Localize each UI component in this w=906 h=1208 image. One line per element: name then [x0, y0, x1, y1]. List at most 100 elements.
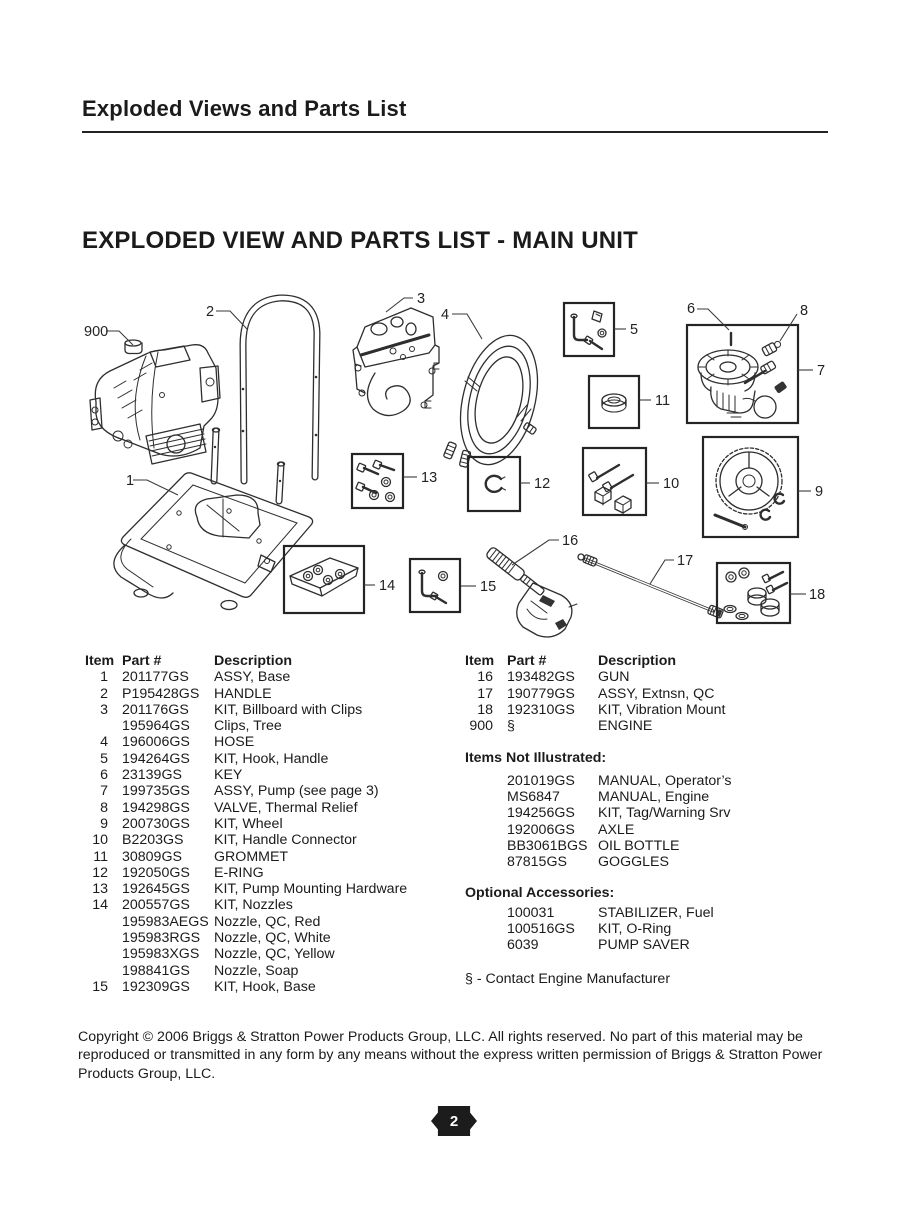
billboard-drawing	[352, 307, 440, 417]
header-description: Description	[214, 653, 293, 669]
parts-table-header: Item Part # Description	[465, 653, 843, 669]
item-number: 10	[92, 832, 108, 849]
callout-2: 2	[206, 304, 214, 320]
item-number	[85, 914, 122, 930]
part-description: KIT, Vibration Mount	[598, 701, 726, 718]
part-description: HOSE	[214, 734, 255, 751]
table-row: 194256GS KIT, Tag/Warning Srv	[465, 805, 843, 821]
table-row: 14 200557GS KIT, Nozzles	[85, 897, 450, 913]
item-number: 15	[92, 978, 108, 995]
part-number: 100031	[507, 904, 555, 921]
engine-footnote: § - Contact Engine Manufacturer	[465, 970, 671, 987]
item-number: 4	[100, 734, 108, 751]
item-number: 9	[100, 815, 108, 832]
part-description: Nozzle, Soap	[214, 962, 299, 979]
table-row: 100031 STABILIZER, Fuel	[465, 905, 843, 921]
item-number: 18	[477, 701, 493, 718]
callout-17: 17	[677, 553, 693, 569]
table-row: 4 196006GS HOSE	[85, 734, 450, 750]
part-number: 192050GS	[122, 864, 190, 881]
table-row: 87815GS GOGGLES	[465, 854, 843, 870]
table-row: 16 193482GS GUN	[465, 669, 843, 685]
part-description: KIT, O-Ring	[598, 921, 672, 938]
callout-3: 3	[417, 291, 425, 307]
part-number: BB3061BGS	[507, 837, 588, 854]
callout-9: 9	[815, 484, 823, 500]
part-number: 201177GS	[122, 669, 189, 686]
callout-11: 11	[655, 393, 670, 409]
part-description: ASSY, Pump (see page 3)	[214, 783, 379, 800]
part-description: KIT, Billboard with Clips	[214, 701, 363, 718]
copyright-notice: Copyright © 2006 Briggs & Stratton Power…	[78, 1029, 823, 1082]
table-row: 8 194298GS VALVE, Thermal Relief	[85, 800, 450, 816]
item-number: 8	[100, 799, 108, 816]
part-description: GROMMET	[214, 848, 289, 865]
part-description: KEY	[214, 767, 243, 784]
part-description: VALVE, Thermal Relief	[214, 799, 358, 816]
part-description: MANUAL, Engine	[598, 789, 710, 806]
table-row: 9 200730GS KIT, Wheel	[85, 816, 450, 832]
part-number: MS6847	[507, 789, 560, 806]
callout-6: 6	[687, 301, 695, 317]
item-number	[465, 838, 507, 854]
hook-handle-kit-box	[562, 301, 616, 358]
part-number: 200730GS	[122, 815, 190, 832]
item-number	[465, 822, 507, 838]
page-number: 2	[449, 1112, 459, 1130]
part-number: P195428GS	[122, 685, 200, 702]
table-row: 5 194264GS KIT, Hook, Handle	[85, 751, 450, 767]
vibration-mount-box	[715, 561, 792, 625]
table-row: 195964GS Clips, Tree	[85, 718, 450, 734]
item-number: 12	[92, 864, 108, 881]
part-number: 195983RGS	[122, 930, 201, 947]
table-row: 198841GS Nozzle, Soap	[85, 963, 450, 979]
callout-7: 7	[817, 363, 825, 379]
item-number: 7	[100, 783, 108, 800]
part-description: MANUAL, Operator’s	[598, 772, 732, 789]
table-row: 6039 PUMP SAVER	[465, 937, 843, 953]
part-number: 192310GS	[507, 701, 575, 718]
pump-mounting-hardware-box	[350, 452, 405, 510]
thermal-relief-valve	[761, 340, 782, 357]
part-number: B2203GS	[122, 832, 184, 849]
nozzle-kit-box	[282, 544, 366, 615]
part-description: KIT, Pump Mounting Hardware	[214, 881, 408, 898]
table-row: BB3061BGS OIL BOTTLE	[465, 838, 843, 854]
callout-18: 18	[809, 587, 825, 603]
part-description: HANDLE	[214, 685, 272, 702]
part-number: 194256GS	[507, 805, 575, 822]
item-number	[465, 921, 507, 937]
part-description: Clips, Tree	[214, 718, 282, 735]
part-number: 192006GS	[507, 821, 575, 838]
base-drawing	[113, 472, 314, 611]
part-number: 195983XGS	[122, 946, 200, 963]
table-row: 195983AEGS Nozzle, QC, Red	[85, 914, 450, 930]
callout-900: 900	[84, 324, 108, 340]
item-number: 14	[92, 897, 108, 914]
table-row: 18 192310GS KIT, Vibration Mount	[465, 702, 843, 718]
table-row: 900 § ENGINE	[465, 718, 843, 734]
item-number	[465, 805, 507, 821]
item-number	[85, 930, 122, 946]
item-number	[465, 854, 507, 870]
handle-connector-box	[581, 446, 648, 517]
part-number: 100516GS	[507, 921, 575, 938]
title-rule	[82, 131, 828, 133]
item-number: 2	[100, 685, 108, 702]
part-description: KIT, Wheel	[214, 815, 283, 832]
table-row: 195983XGS Nozzle, QC, Yellow	[85, 946, 450, 962]
part-number: 190779GS	[507, 685, 575, 702]
callout-1: 1	[126, 473, 134, 489]
item-number: 3	[100, 701, 108, 718]
callout-14: 14	[379, 578, 395, 594]
part-number: 194264GS	[122, 750, 190, 767]
callout-5: 5	[630, 322, 638, 338]
part-number: 194298GS	[122, 799, 190, 816]
wheel-kit-box	[701, 435, 800, 539]
callout-4: 4	[441, 307, 449, 323]
handle-drawing	[210, 294, 321, 505]
part-description: KIT, Hook, Handle	[214, 750, 329, 767]
item-number: 5	[100, 750, 108, 767]
header-part: Part #	[122, 653, 162, 669]
